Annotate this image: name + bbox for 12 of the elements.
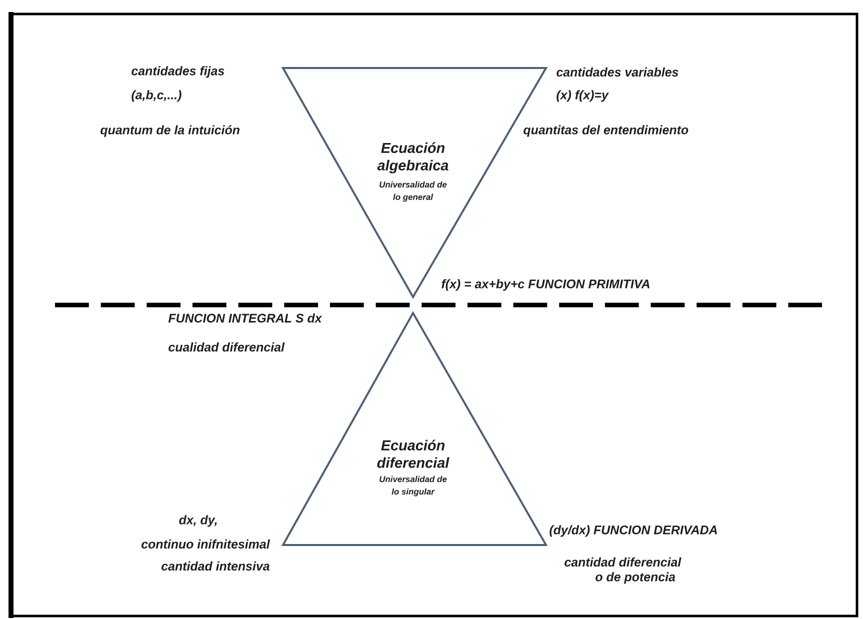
annotation: cantidad diferencial xyxy=(564,557,682,567)
annotation: quantum de la intuición xyxy=(100,125,240,137)
annotation: o de potencia xyxy=(596,572,676,584)
annotation: cantidades fijas xyxy=(132,66,224,78)
annotation: cualidad diferencial xyxy=(168,342,285,352)
annotation: FUNCION INTEGRAL S dx xyxy=(168,313,322,323)
annotation: dx, dy, xyxy=(179,515,217,527)
annotation: quantitas del entendimiento xyxy=(524,125,688,137)
annotation: (a,b,c,...) xyxy=(132,90,182,102)
annotation: f(x) = ax+by+c FUNCION PRIMITIVA xyxy=(442,279,650,291)
annotation: continuo inifnitesimal xyxy=(142,539,270,549)
annotation: cantidad intensiva xyxy=(162,561,270,571)
